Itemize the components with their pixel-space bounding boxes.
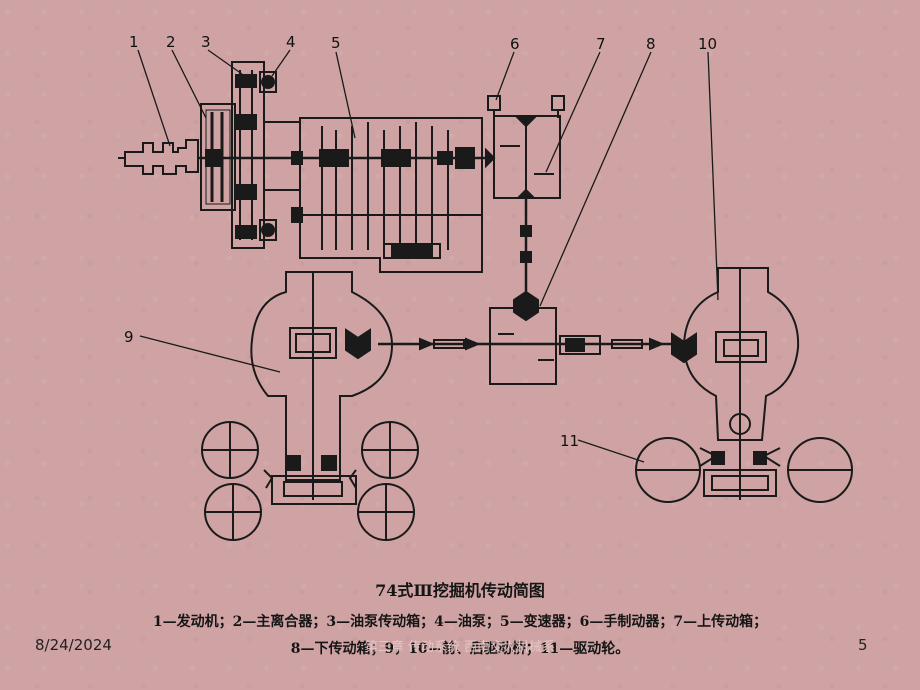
footer-title: 第三章 传动系统 西南交大机械系 <box>364 640 556 655</box>
part-label-4: 4 <box>286 33 296 51</box>
lower-transfer-case-drawing <box>489 290 557 385</box>
oil-pump-drawing <box>259 71 277 241</box>
legend-line-1: 1—发动机；2—主离合器；3—油泵传动箱；4—油泵；5—变速器；6—手制动器；7… <box>152 614 768 630</box>
part-label-10: 10 <box>698 35 717 53</box>
part-label-2: 2 <box>166 33 176 51</box>
part-label-11: 11 <box>560 432 579 450</box>
front-axle-drawing <box>250 271 394 505</box>
part-label-8: 8 <box>646 35 656 53</box>
upper-transfer-case-drawing <box>485 115 561 199</box>
diagram-title: 74式Ⅲ挖掘机传动简图 <box>375 581 545 600</box>
footer-date: 8/24/2024 <box>35 636 112 654</box>
hand-brake-drawing <box>487 95 565 118</box>
legend-line-2: 8—下传动箱；9，10—前、后驱动桥；11—驱动轮。 <box>290 641 630 657</box>
leader-lines <box>137 49 719 463</box>
part-label-6: 6 <box>510 35 520 53</box>
rear-axle-drawing <box>671 267 800 500</box>
front-wheels-drawing <box>201 421 419 541</box>
part-label-5: 5 <box>331 34 341 52</box>
part-label-7: 7 <box>596 35 606 53</box>
gearbox-drawing <box>291 117 483 273</box>
pump-gearbox-drawing <box>231 61 265 249</box>
part-label-1: 1 <box>129 33 139 51</box>
part-label-9: 9 <box>124 328 134 346</box>
transmission-diagram: 1 2 3 4 5 6 7 8 10 9 11 <box>118 33 853 541</box>
drive-wheels-drawing <box>635 437 853 503</box>
page-number: 5 <box>858 636 868 654</box>
engine-drawing <box>118 139 199 175</box>
part-label-3: 3 <box>201 33 211 51</box>
